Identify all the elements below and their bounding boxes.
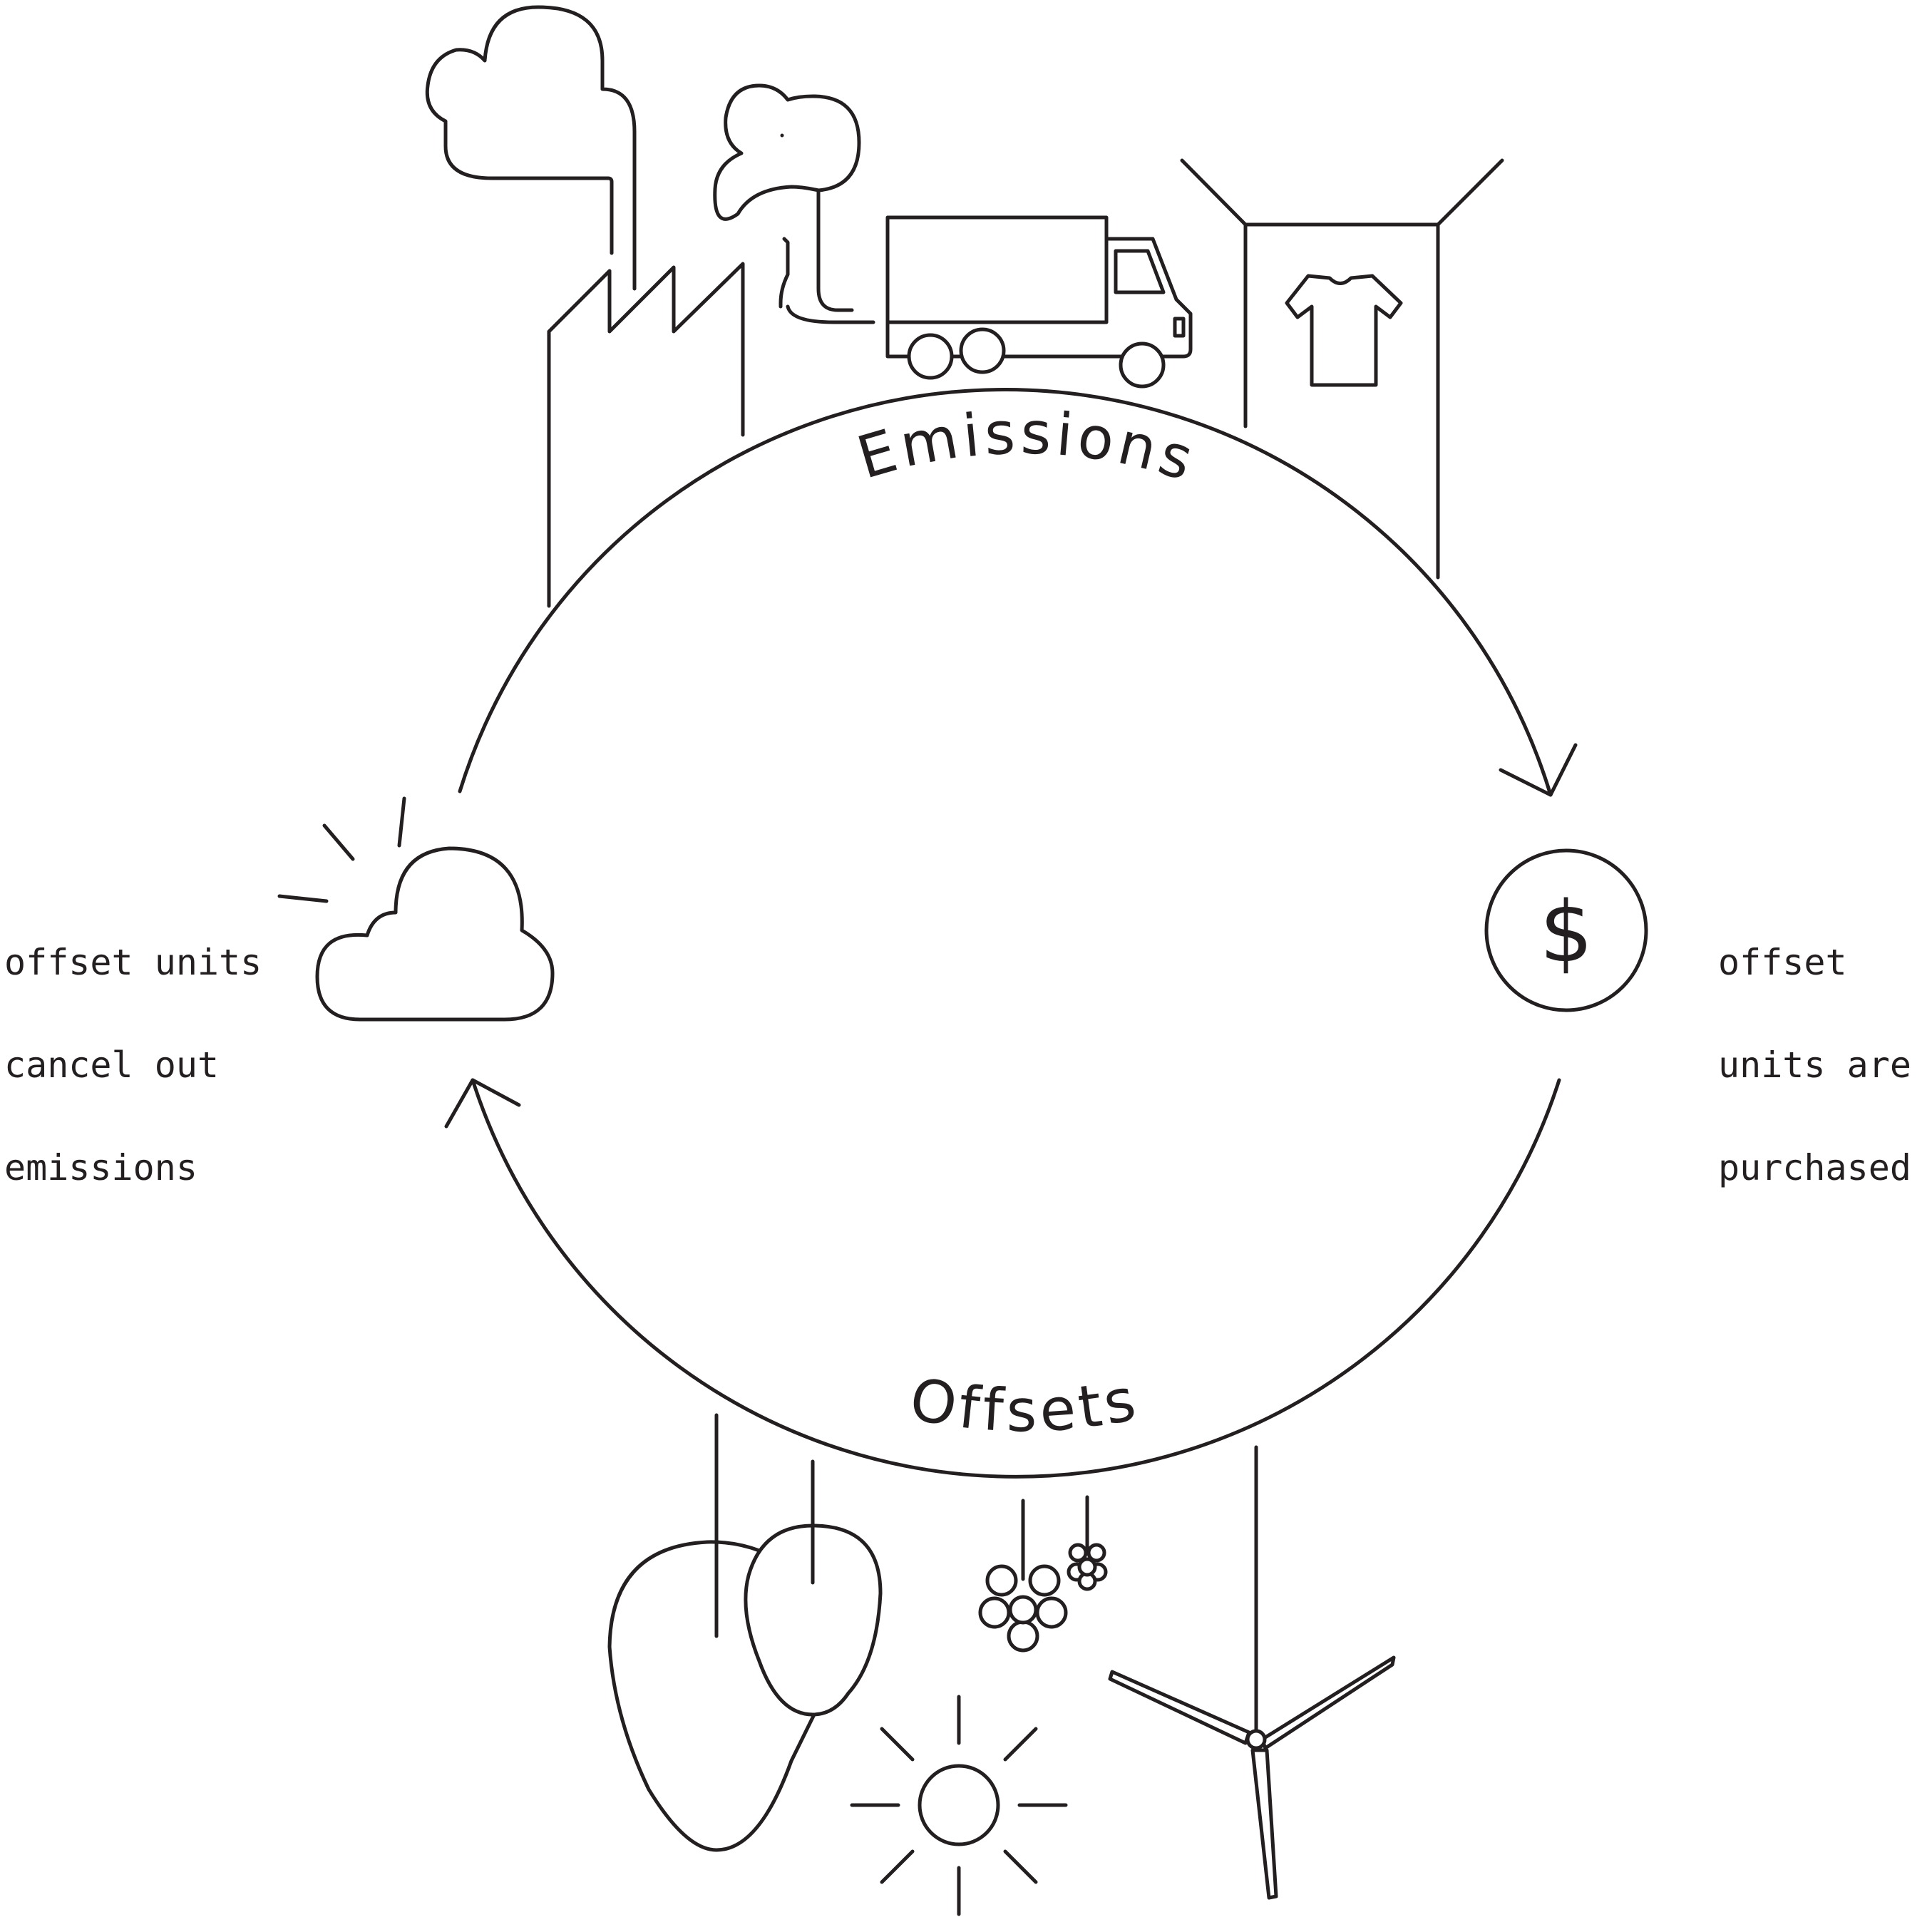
left-caption-line: emissions bbox=[4, 1147, 197, 1188]
emissions-label: Emissions bbox=[850, 399, 1204, 495]
truck-icon bbox=[713, 83, 1193, 389]
clothing-store-icon bbox=[1180, 158, 1504, 580]
right-caption-line: purchased bbox=[1718, 1147, 1911, 1188]
offsets-label: Offsets bbox=[905, 1365, 1145, 1445]
left-caption-line: offset units bbox=[4, 942, 262, 983]
trees-icon bbox=[607, 1413, 883, 1852]
sun-behind-cloud-icon bbox=[277, 796, 555, 1022]
offsets-arc bbox=[471, 1078, 1561, 1479]
right-caption-line: offset bbox=[1718, 942, 1847, 983]
right-caption-line: units are bbox=[1718, 1044, 1911, 1086]
t-shirt-icon bbox=[1285, 274, 1403, 387]
svg-text:$: $ bbox=[1539, 883, 1593, 981]
wind-turbine-icon bbox=[1108, 1445, 1396, 1900]
offsets-arrowhead bbox=[444, 1078, 521, 1129]
emissions-arc bbox=[458, 388, 1553, 797]
left-caption-line: cancel out bbox=[4, 1044, 220, 1086]
left-caption: offset units cancel out emissions bbox=[4, 877, 262, 1219]
flowers-icon bbox=[978, 1495, 1108, 1653]
cycle-arcs bbox=[444, 388, 1578, 1479]
right-caption: offset units are purchased bbox=[1718, 877, 1911, 1219]
dollar-coin-icon: $ bbox=[1484, 848, 1648, 1012]
factory-icon bbox=[425, 5, 784, 608]
sun-icon bbox=[850, 1695, 1068, 1916]
emissions-arrowhead bbox=[1499, 743, 1578, 797]
